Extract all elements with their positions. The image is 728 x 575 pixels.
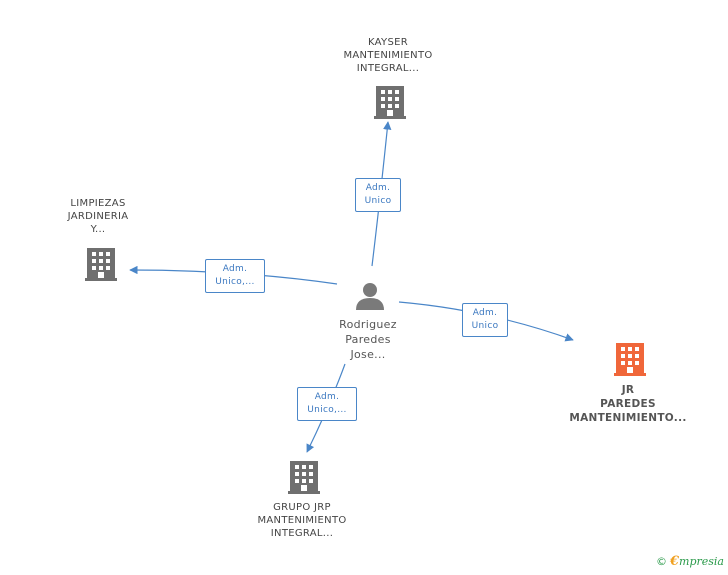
label-line: MANTENIMIENTO... bbox=[569, 412, 687, 424]
label-line: MANTENIMIENTO bbox=[343, 50, 433, 61]
label-line: JR bbox=[621, 384, 635, 396]
building-icon[interactable] bbox=[374, 86, 406, 119]
relation-line: Unico,... bbox=[307, 405, 347, 415]
label-line: INTEGRAL... bbox=[356, 63, 420, 74]
label-line: KAYSER bbox=[368, 37, 408, 48]
relation-line: Adm. bbox=[472, 308, 498, 318]
relation-label-jr[interactable]: Adm. Unico bbox=[462, 303, 508, 337]
company-label-jr[interactable]: JR PAREDES MANTENIMIENTO... bbox=[562, 383, 694, 425]
label-line: JARDINERIA bbox=[67, 211, 129, 222]
company-label-limpiezas[interactable]: LIMPIEZAS JARDINERIA Y... bbox=[48, 197, 148, 236]
label-line: INTEGRAL... bbox=[270, 528, 334, 539]
relation-line: Unico bbox=[364, 196, 392, 206]
building-icon[interactable] bbox=[85, 248, 117, 281]
building-icon[interactable] bbox=[288, 461, 320, 494]
brand-watermark: ©€mpresia bbox=[656, 554, 724, 569]
company-label-grupo[interactable]: GRUPO JRP MANTENIMIENTO INTEGRAL... bbox=[244, 501, 360, 540]
person-icon[interactable] bbox=[356, 283, 384, 310]
relation-line: Adm. bbox=[365, 183, 391, 193]
label-line: Y... bbox=[90, 224, 106, 235]
label-line: LIMPIEZAS bbox=[70, 198, 126, 209]
label-line: MANTENIMIENTO bbox=[257, 515, 347, 526]
relation-line: Adm. bbox=[314, 392, 340, 402]
relation-line: Unico bbox=[471, 321, 499, 331]
relation-line: Adm. bbox=[222, 264, 248, 274]
company-label-kayser[interactable]: KAYSER MANTENIMIENTO INTEGRAL... bbox=[330, 36, 446, 75]
relation-label-grupo[interactable]: Adm. Unico,... bbox=[297, 387, 357, 421]
brand-name: mpresia bbox=[679, 555, 724, 568]
label-line: Jose... bbox=[350, 348, 386, 361]
relation-label-limpiezas[interactable]: Adm. Unico,... bbox=[205, 259, 265, 293]
building-icon[interactable] bbox=[614, 343, 646, 376]
copyright-symbol: © bbox=[655, 555, 667, 568]
label-line: GRUPO JRP bbox=[273, 502, 331, 513]
label-line: Paredes bbox=[345, 333, 391, 346]
label-line: PAREDES bbox=[600, 398, 656, 410]
label-line: Rodriguez bbox=[339, 318, 397, 331]
relation-label-kayser[interactable]: Adm. Unico bbox=[355, 178, 401, 212]
relation-line: Unico,... bbox=[215, 277, 255, 287]
person-label[interactable]: Rodriguez Paredes Jose... bbox=[318, 317, 418, 362]
brand-initial: € bbox=[669, 554, 680, 569]
